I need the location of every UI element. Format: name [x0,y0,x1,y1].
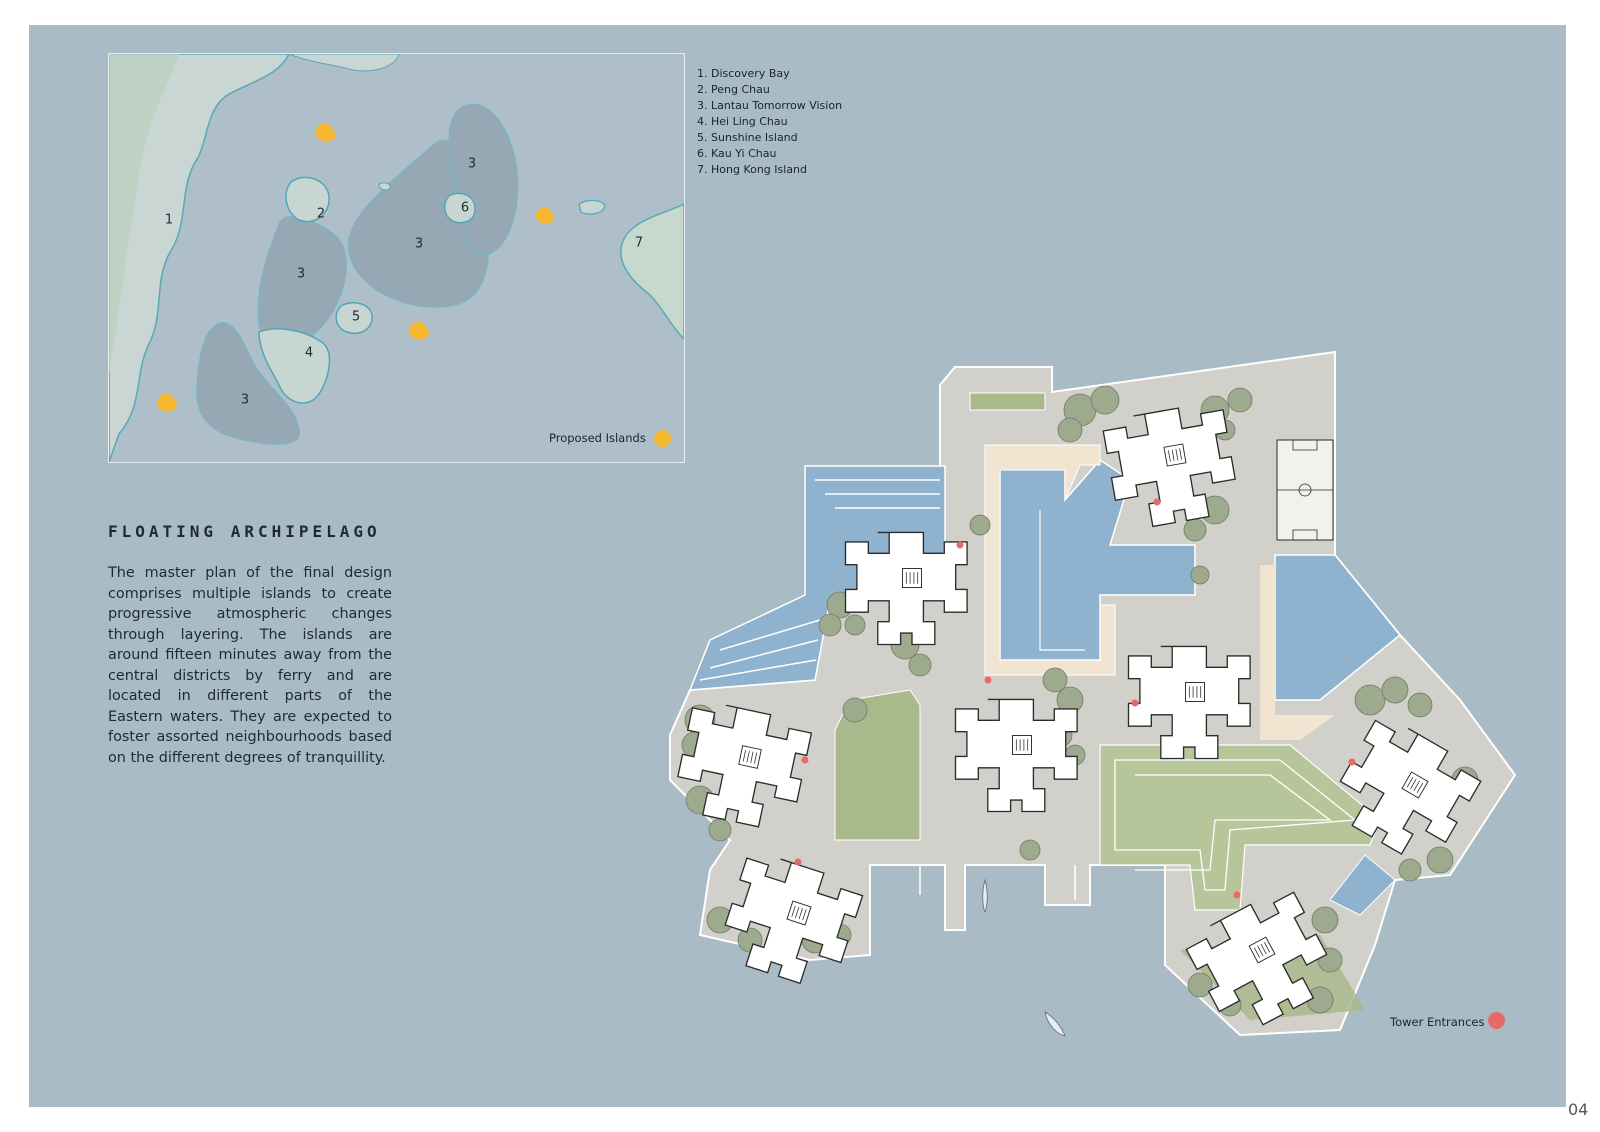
location-inset-map: 1 2 3 3 3 3 4 5 6 7 [108,53,685,463]
tower-entrance-marker [794,498,1356,899]
lawn-left [834,689,921,841]
map-number-2: 2 [316,206,326,222]
discovery-bay-landmass [109,54,290,462]
kau-yi-chau-island [444,192,476,224]
tower-entrances-legend-dot [1488,1012,1505,1029]
map-number-3c: 3 [296,266,306,282]
boat [982,878,1066,1037]
peng-chau-island [285,176,330,223]
basketball-court [1276,439,1334,541]
pier [919,865,1076,900]
lawn-top [969,392,1046,411]
map-number-3a: 3 [467,156,477,172]
hei-ling-chau-island [258,328,331,404]
lantau-tomorrow-island-a [257,216,347,347]
ramp [1329,854,1396,916]
legend-item: 1. Discovery Bay [697,67,790,80]
map-number-1: 1 [164,212,174,228]
legend-item: 2. Peng Chau [697,83,770,96]
legend-item: 4. Hei Ling Chau [697,115,788,128]
legend-item: 3. Lantau Tomorrow Vision [697,99,843,112]
page-number: 04 [1568,1100,1589,1119]
map-number-5: 5 [351,309,361,325]
inset-map-graphic [109,54,684,462]
map-number-6: 6 [460,200,470,216]
proposed-islands-label: Proposed Islands [549,431,646,445]
proposed-islands-legend-dot [654,430,671,447]
map-number-7: 7 [634,235,644,251]
beach-strip [1260,565,1335,740]
page-title: FLOATING ARCHIPELAGO [108,522,381,541]
map-number-3d: 3 [240,392,250,408]
map-number-3b: 3 [414,236,424,252]
location-legend: 1. Discovery Bay 2. Peng Chau 3. Lantau … [697,66,842,178]
legend-item: 7. Hong Kong Island [697,163,808,176]
hong-kong-island-landmass [620,203,684,341]
boardwalk [984,444,1116,676]
sunshine-island [335,302,373,334]
proposed-island-marker [156,123,555,412]
terraced-lawn [1099,744,1381,911]
tower-entrances-label: Tower Entrances [1390,1015,1485,1029]
map-number-4: 4 [304,345,314,361]
project-description: The master plan of the final design comp… [108,565,392,766]
lantau-tomorrow-island-d [196,322,300,445]
water-terraces-left [688,465,946,691]
legend-item: 5. Sunshine Island [697,131,798,144]
legend-item: 6. Kau Yi Chau [697,147,777,160]
